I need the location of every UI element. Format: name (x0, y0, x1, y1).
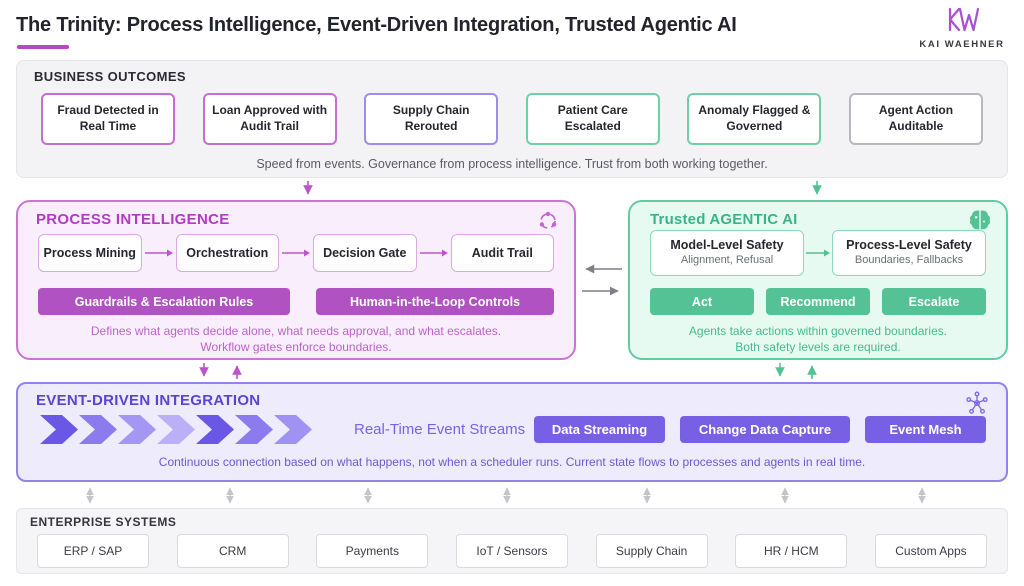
outcome-cards-row: Fraud Detected in Real Time Loan Approve… (41, 93, 983, 145)
process-intelligence-panel: PROCESS INTELLIGENCE Process Mining Orch… (16, 200, 576, 360)
enterprise-systems-panel: ENTERPRISE SYSTEMS ERP / SAP CRM Payment… (16, 508, 1008, 574)
event-stream-chevrons-icon (40, 415, 313, 444)
page-title: The Trinity: Process Intelligence, Event… (16, 14, 737, 36)
agentic-ai-caption: Agents take actions within governed boun… (630, 323, 1006, 355)
escalate-pill: Escalate (882, 288, 986, 315)
safety-subtitle: Boundaries, Fallbacks (854, 253, 964, 266)
model-level-safety-box: Model-Level Safety Alignment, Refusal (650, 230, 804, 276)
process-intelligence-title: PROCESS INTELLIGENCE (36, 211, 230, 228)
system-box: CRM (176, 534, 289, 568)
process-step: Decision Gate (313, 234, 417, 272)
outcome-card: Fraud Detected in Real Time (41, 93, 175, 145)
enterprise-systems-row: ERP / SAP CRM Payments IoT / Sensors Sup… (37, 534, 987, 568)
safety-arrow-icon (804, 248, 832, 258)
system-box: HR / HCM (735, 534, 848, 568)
brain-icon (969, 210, 991, 230)
title-underline (17, 45, 69, 49)
event-mesh-pill: Event Mesh (865, 416, 986, 443)
real-time-event-streams-label: Real-Time Event Streams (354, 421, 526, 438)
guardrails-pill: Guardrails & Escalation Rules (38, 288, 290, 315)
event-driven-title: EVENT-DRIVEN INTEGRATION (36, 392, 261, 409)
caption-line: Workflow gates enforce boundaries. (200, 340, 392, 355)
system-box: ERP / SAP (37, 534, 149, 568)
safety-subtitle: Alignment, Refusal (680, 253, 774, 266)
business-outcomes-panel: BUSINESS OUTCOMES Fraud Detected in Real… (16, 60, 1008, 178)
outcome-card: Agent Action Auditable (848, 93, 983, 145)
system-box: Payments (316, 534, 429, 568)
kw-monogram-icon (948, 7, 980, 32)
outcome-card: Patient Care Escalated (525, 93, 660, 145)
safety-title: Model-Level Safety (670, 238, 784, 253)
safety-boxes-row: Model-Level Safety Alignment, Refusal Pr… (650, 230, 986, 276)
system-box: Custom Apps (874, 534, 987, 568)
event-driven-integration-panel: EVENT-DRIVEN INTEGRATION Real-Time Event… (16, 382, 1008, 482)
caption-line: Defines what agents decide alone, what n… (90, 324, 502, 338)
outcome-card: Supply Chain Rerouted (364, 93, 499, 145)
outcome-card: Anomaly Flagged & Governed (687, 93, 822, 145)
process-step: Process Mining (38, 234, 142, 272)
business-outcomes-label: BUSINESS OUTCOMES (34, 69, 186, 84)
integration-buttons-row: Data Streaming Change Data Capture Event… (534, 416, 986, 443)
step-arrow-icon (279, 248, 313, 258)
agent-actions-row: Act Recommend Escalate (650, 288, 986, 315)
logo-name: KAI WAEHNER (919, 39, 1005, 50)
process-step: Audit Trail (450, 234, 554, 272)
enterprise-systems-label: ENTERPRISE SYSTEMS (30, 515, 177, 529)
agentic-ai-title: Trusted AGENTIC AI (650, 211, 798, 228)
process-level-safety-box: Process-Level Safety Boundaries, Fallbac… (832, 230, 986, 276)
caption-line: Agents take actions within governed boun… (688, 324, 948, 338)
cycle-icon (539, 211, 557, 229)
trusted-agentic-ai-panel: Trusted AGENTIC AI Model-Level Safety Al… (628, 200, 1008, 360)
mesh-icon (966, 391, 988, 414)
caption-line: Both safety levels are required. (735, 340, 901, 355)
process-steps-row: Process Mining Orchestration Decision Ga… (38, 234, 554, 272)
change-data-capture-pill: Change Data Capture (680, 416, 850, 443)
act-pill: Act (650, 288, 754, 315)
step-arrow-icon (142, 248, 176, 258)
kai-waehner-logo: KAI WAEHNER (914, 6, 1010, 50)
safety-title: Process-Level Safety (846, 238, 972, 253)
human-in-loop-pill: Human-in-the-Loop Controls (316, 288, 554, 315)
process-intelligence-caption: Defines what agents decide alone, what n… (18, 323, 574, 355)
outcomes-caption: Speed from events. Governance from proce… (256, 157, 768, 171)
outcome-card: Loan Approved with Audit Trail (202, 93, 337, 145)
step-arrow-icon (417, 248, 451, 258)
process-step: Orchestration (175, 234, 279, 272)
event-driven-caption: Continuous connection based on what happ… (158, 455, 866, 469)
recommend-pill: Recommend (766, 288, 870, 315)
system-box: IoT / Sensors (455, 534, 568, 568)
data-streaming-pill: Data Streaming (534, 416, 665, 443)
system-box: Supply Chain (595, 534, 708, 568)
process-controls-row: Guardrails & Escalation Rules Human-in-t… (38, 288, 554, 315)
